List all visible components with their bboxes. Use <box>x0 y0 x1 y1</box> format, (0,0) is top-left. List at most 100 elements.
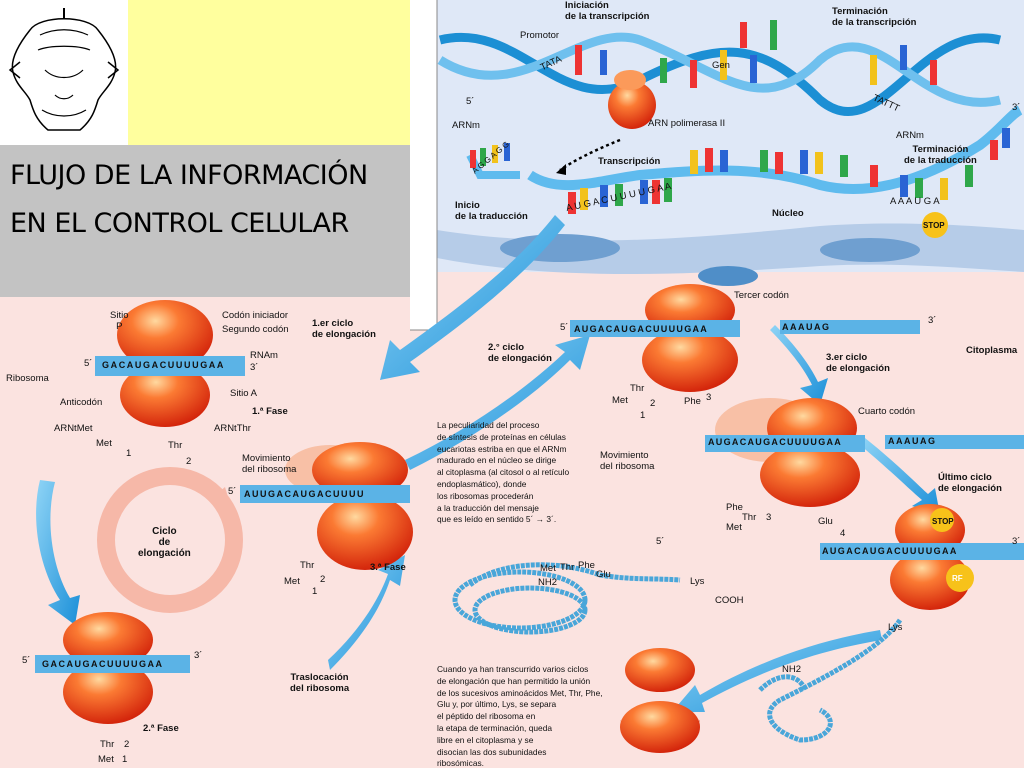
label-nh2-peptide: NH2 <box>538 577 558 588</box>
label-phase2: 2.ª Fase <box>143 723 179 734</box>
label-thr-r1: Thr <box>630 383 645 394</box>
label-nucleus: Núcleo <box>772 208 804 219</box>
label-thr-3: Thr <box>300 560 315 571</box>
arrow-right-up <box>328 555 405 670</box>
ribosome-2nd-cycle <box>570 284 920 392</box>
sequence-phase2: GACAUGACUUUUGAA <box>42 659 164 669</box>
label-met-r2: Met <box>726 522 742 533</box>
codons-end: A A A U G A <box>890 196 940 207</box>
label-polymerase: ARN polimerasa II <box>648 118 726 129</box>
label-phe-r2: Phe <box>726 502 743 513</box>
label-phe-r1: Phe <box>684 396 701 407</box>
label-elongation-cycle: Ciclo de elongación <box>138 526 191 559</box>
sequence-2nd-cycle: AUGACAUGACUUUUGAA <box>574 324 709 334</box>
label-anticodon: Anticodón <box>60 397 103 408</box>
label-n2-3: 2 <box>320 574 326 585</box>
label-trna-met: ARNtMet <box>54 423 93 434</box>
label-initiation: Iniciación de la transcripción <box>565 0 650 22</box>
label-n1-3: 1 <box>312 586 318 597</box>
label-5prime-r3: 5´ <box>656 536 665 547</box>
ribosome-last-cycle <box>820 504 1024 610</box>
label-5prime-3: 5´ <box>228 486 237 497</box>
label-phase1: 1.ª Fase <box>252 406 288 417</box>
label-n1-2: 1 <box>122 754 128 765</box>
mrna-strand-nucleus <box>466 105 1023 238</box>
label-thr-peptide: Thr <box>560 562 575 573</box>
label-first-cycle: 1.er ciclo de elongación <box>312 318 376 340</box>
label-translation-start: Inicio de la traducción <box>455 200 528 222</box>
label-site-p: Sitio P <box>110 310 129 332</box>
label-third-cycle: 3.er ciclo de elongación <box>826 352 890 374</box>
label-5prime-2: 5´ <box>22 655 31 666</box>
export-arrow <box>380 215 565 380</box>
label-thr-r2: Thr <box>742 512 757 523</box>
ribosome-phase1 <box>95 300 245 427</box>
label-n2-1: 2 <box>186 456 192 467</box>
label-movement-left: Movimiento del ribosoma <box>242 453 297 475</box>
label-thr-1: Thr <box>168 440 183 451</box>
label-n4-r2: 4 <box>840 528 846 539</box>
label-last-cycle: Último ciclo de elongación <box>938 472 1002 494</box>
title-line-2: EN EL CONTROL CELULAR <box>10 208 349 239</box>
label-phase3: 3.ª Fase <box>370 562 406 573</box>
label-n3-r1: 3 <box>706 392 712 403</box>
label-rf: RF <box>952 574 963 583</box>
border-line <box>410 0 437 330</box>
arrow-to-2nd-cycle <box>405 335 590 470</box>
label-nh2-free: NH2 <box>782 664 802 675</box>
label-3prime-r1: 3´ <box>928 315 937 326</box>
label-glu-peptide: Glu <box>596 569 611 580</box>
label-met-2: Met <box>98 754 114 765</box>
label-met-1: Met <box>96 438 112 449</box>
page-title: FLUJO DE LA INFORMACIÓN EN EL CONTROL CE… <box>10 152 368 248</box>
label-5prime-nucleus: 5´ <box>466 96 475 107</box>
arrow-to-last-cycle <box>860 438 940 515</box>
label-thr-2: Thr <box>100 739 115 750</box>
sequence-phase3: AUUGACAUGACUUUU <box>244 489 365 499</box>
label-n1-r1: 1 <box>640 410 646 421</box>
sequence-last-cycle: AUGACAUGACUUUUGAA <box>822 546 958 556</box>
sequence-3rd-cycle: AUGACAUGACUUUUGAA <box>708 437 843 447</box>
label-movement-right: Movimiento del ribosoma <box>600 450 655 472</box>
ribosome-phase3 <box>240 442 413 570</box>
explanation-paragraph-1: La peculiaridad del proceso de síntesis … <box>437 420 570 525</box>
rna-polymerase <box>608 81 656 129</box>
label-5prime-r1: 5´ <box>560 322 569 333</box>
label-n1-1: 1 <box>126 448 132 459</box>
title-line-1: FLUJO DE LA INFORMACIÓN <box>10 160 368 191</box>
label-5prime-1: 5´ <box>84 358 93 369</box>
label-3prime-2: 3´ <box>194 650 203 661</box>
label-fourth-codon: Cuarto codón <box>858 406 916 417</box>
label-termination: Terminación de la transcripción <box>832 6 917 28</box>
sequence-aaauag-2: AAAUAG <box>888 436 937 446</box>
stop-label-ribosome: STOP <box>932 517 954 526</box>
label-phe-peptide: Phe <box>578 560 595 571</box>
label-translocation: Traslocación del ribosoma <box>290 672 350 694</box>
label-met-3: Met <box>284 576 300 587</box>
label-3prime-1: 3´ <box>250 362 259 373</box>
elongation-cycle-ring <box>97 467 243 613</box>
released-large-subunit <box>625 648 695 692</box>
label-n2-r1: 2 <box>650 398 656 409</box>
vesicle <box>698 266 758 286</box>
label-gene: Gen <box>712 60 730 71</box>
label-cytoplasm: Citoplasma <box>966 345 1018 356</box>
sequence-phase1: GACAUGACUUUUGAA <box>102 360 225 370</box>
janus-illustration <box>0 0 128 145</box>
arrow-release <box>672 630 882 712</box>
stop-marker <box>922 212 948 238</box>
label-third-codon: Tercer codón <box>734 290 789 301</box>
explanation-paragraph-2: Cuando ya han transcurrido varios ciclos… <box>437 664 603 769</box>
label-translation-end: Terminación de la traducción <box>904 144 977 166</box>
label-3prime-nucleus: 3´ <box>1012 102 1021 113</box>
label-promoter: Promotor <box>520 30 560 41</box>
label-met-peptide: Met <box>540 563 556 574</box>
label-lys-peptide: Lys <box>690 576 705 587</box>
label-met-r1: Met <box>612 395 628 406</box>
label-second-codon: Segundo codón <box>222 324 289 335</box>
label-start-codon: Codón iniciador <box>222 310 289 321</box>
label-3prime-r3: 3´ <box>1012 536 1021 547</box>
label-second-cycle: 2.° ciclo de elongación <box>488 342 552 364</box>
label-cooh: COOH <box>715 595 744 606</box>
